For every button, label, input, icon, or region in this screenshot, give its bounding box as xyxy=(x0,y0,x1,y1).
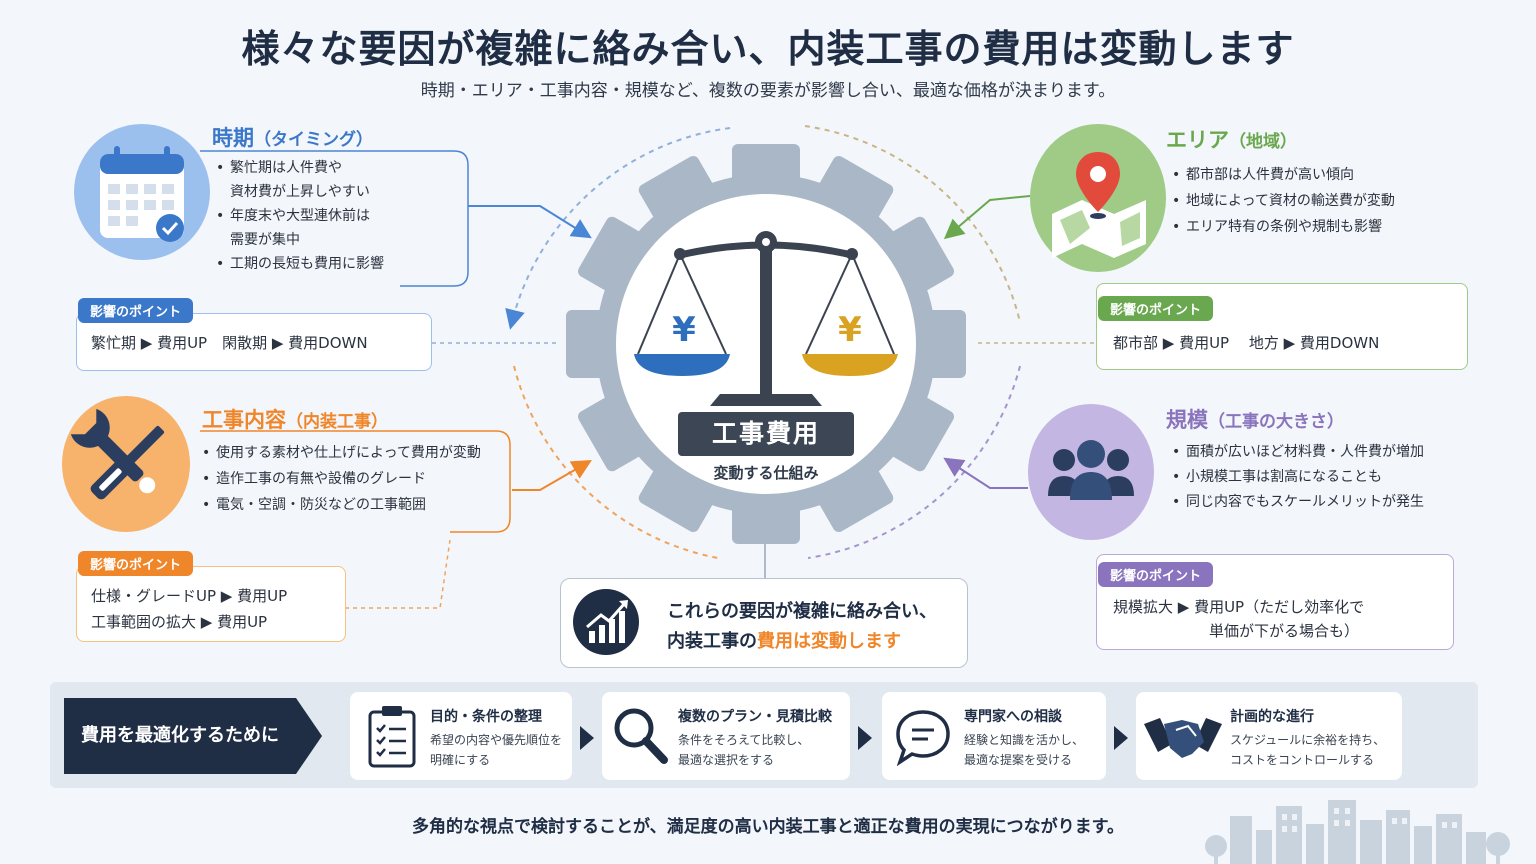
scale-icon-circle xyxy=(1028,404,1154,540)
step-desc: 希望の内容や優先順位を xyxy=(430,733,563,747)
timing-point-box: 繁忙期 ▶ 費用UP 閑散期 ▶ 費用DOWN xyxy=(76,313,432,371)
handshake-icon xyxy=(1144,718,1222,758)
work-bullet: 造作工事の有無や設備のグレード xyxy=(202,466,508,492)
gear-icon xyxy=(566,144,966,544)
area-icon-circle xyxy=(1030,124,1166,272)
work-icon-circle xyxy=(62,396,190,532)
timing-bullet: 工期の長短も費用に影響 xyxy=(216,252,456,276)
timing-title: 時期（タイミング） xyxy=(212,126,373,150)
timing-bullet-cont: 需要が集中 xyxy=(230,232,300,248)
area-bullet: 地域によって資材の輸送費が変動 xyxy=(1172,188,1472,214)
timing-icon-circle xyxy=(74,124,210,260)
yen-right-symbol: ¥ xyxy=(838,310,862,350)
step-desc: 最適な提案を受ける xyxy=(964,753,1073,767)
map-pin-icon xyxy=(1052,152,1146,258)
growth-chart-icon xyxy=(573,589,639,655)
step-title: 複数のプラン・見積比較 xyxy=(678,709,832,725)
step-desc: 経験と知識を活かし、 xyxy=(964,733,1085,747)
timing-bullets: 繁忙期は人件費や 資材費が上昇しやすい 年度末や大型連休前は 需要が集中 工期の… xyxy=(216,156,456,276)
timing-bracket xyxy=(200,150,469,287)
scale-point-line: 規模拡大 ▶ 費用UP（ただし効率化で xyxy=(1113,598,1365,616)
area-bullets: 都市部は人件費が高い傾向 地域によって資材の輸送費が変動 エリア特有の条例や規制… xyxy=(1172,162,1472,240)
step-card-1: 目的・条件の整理 希望の内容や優先順位を明確にする xyxy=(350,692,572,780)
people-group-icon xyxy=(1048,440,1134,500)
step-title: 目的・条件の整理 xyxy=(430,709,542,725)
work-bracket xyxy=(200,430,511,533)
step-arrow-icon xyxy=(858,726,872,750)
footer-text: 多角的な視点で検討することが、満足度の高い内装工事と適正な費用の実現につながりま… xyxy=(412,817,1124,837)
work-bullets: 使用する素材や仕上げによって費用が変動 造作工事の有無や設備のグレード 電気・空… xyxy=(202,440,508,518)
page-title: 様々な要因が複雑に絡み合い、内装工事の費用は変動します xyxy=(241,27,1295,71)
work-point-box: 仕様・グレードUP ▶ 費用UP 工事範囲の拡大 ▶ 費用UP xyxy=(76,566,346,642)
area-bullet: エリア特有の条例や規制も影響 xyxy=(1172,214,1472,240)
summary-line1: これらの要因が複雑に絡み合い、 xyxy=(667,601,937,622)
step-card-3: 専門家への相談 経験と知識を活かし、最適な提案を受ける xyxy=(882,692,1106,780)
step-arrow-icon xyxy=(580,726,594,750)
page-subtitle: 時期・エリア・工事内容・規模など、複数の要素が影響し合い、最適な価格が決まります… xyxy=(420,81,1116,101)
timing-bullet-cont: 資材費が上昇しやすい xyxy=(230,184,370,200)
magnifier-icon xyxy=(614,708,668,764)
work-bullet: 使用する素材や仕上げによって費用が変動 xyxy=(202,440,508,466)
scale-bullet: 面積が広いほど材料費・人件費が増加 xyxy=(1172,440,1472,465)
work-point-tag: 影響のポイント xyxy=(78,551,194,576)
work-point-line: 仕様・グレードUP ▶ 費用UP xyxy=(91,587,288,605)
optimize-label-arrow xyxy=(64,698,322,774)
city-skyline-icon xyxy=(1205,800,1510,864)
scale-point-tag: 影響のポイント xyxy=(1098,562,1214,587)
work-bullet: 電気・空調・防災などの工事範囲 xyxy=(202,492,508,518)
work-point-line: 工事範囲の拡大 ▶ 費用UP xyxy=(91,613,268,631)
timing-point-text: 繁忙期 ▶ 費用UP 閑散期 ▶ 費用DOWN xyxy=(91,334,368,352)
speech-bubble-icon xyxy=(896,710,950,767)
scale-bullet: 同じ内容でもスケールメリットが発生 xyxy=(1172,490,1472,515)
yen-left-symbol: ¥ xyxy=(672,310,696,350)
timing-bullet: 年度末や大型連休前は xyxy=(216,204,456,228)
scale-bullets: 面積が広いほど材料費・人件費が増加 小規模工事は割高になることも 同じ内容でもス… xyxy=(1172,440,1472,515)
step-desc: 最適な選択をする xyxy=(678,753,775,767)
summary-line2: 内装工事の費用は変動します xyxy=(667,631,901,652)
summary-box: これらの要因が複雑に絡み合い、 内装工事の費用は変動します xyxy=(560,578,968,668)
step-desc: 条件をそろえて比較し、 xyxy=(678,733,810,747)
step-card-2: 複数のプラン・見積比較 条件をそろえて比較し、最適な選択をする xyxy=(602,692,850,780)
optimize-label: 費用を最適化するために xyxy=(81,725,279,746)
step-arrow-icon xyxy=(1114,726,1128,750)
work-title: 工事内容（内装工事） xyxy=(202,408,388,432)
timing-bullet: 繁忙期は人件費や xyxy=(216,156,456,180)
step-desc: スケジュールに余裕を持ち、 xyxy=(1230,733,1386,747)
calendar-icon xyxy=(100,146,184,242)
timing-point-tag: 影響のポイント xyxy=(78,298,194,323)
step-card-4: 計画的な進行 スケジュールに余裕を持ち、コストをコントロールする xyxy=(1136,692,1402,780)
center-sublabel: 変動する仕組み xyxy=(713,464,819,482)
step-title: 専門家への相談 xyxy=(964,709,1062,725)
area-point-tag: 影響のポイント xyxy=(1098,296,1214,321)
center-label: 工事費用 xyxy=(678,412,854,456)
scale-point-line: 単価が下がる場合も） xyxy=(1209,622,1360,640)
scale-title: 規模（工事の大きさ） xyxy=(1166,408,1344,432)
area-point-text: 都市部 ▶ 費用UP 地方 ▶ 費用DOWN xyxy=(1113,334,1380,352)
clipboard-icon xyxy=(368,706,416,768)
scale-point-box: 規模拡大 ▶ 費用UP（ただし効率化で 単価が下がる場合も） xyxy=(1096,554,1454,650)
scale-bullet: 小規模工事は割高になることも xyxy=(1172,465,1472,490)
step-title: 計画的な進行 xyxy=(1230,709,1314,725)
area-bullet: 都市部は人件費が高い傾向 xyxy=(1172,162,1472,188)
step-desc: コストをコントロールする xyxy=(1230,753,1375,767)
area-title: エリア（地域） xyxy=(1166,128,1297,152)
step-desc: 明確にする xyxy=(430,753,491,767)
wrench-screwdriver-icon xyxy=(70,408,165,500)
